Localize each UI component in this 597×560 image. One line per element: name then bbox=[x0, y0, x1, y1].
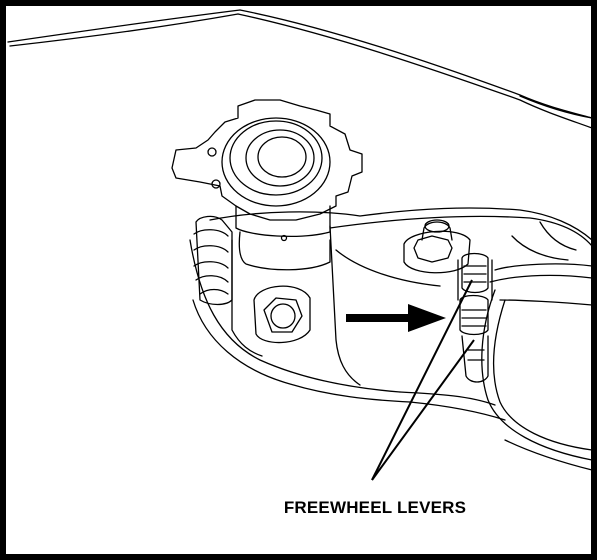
freewheel-lever-lower bbox=[459, 294, 489, 383]
freewheel-lever-upper bbox=[457, 252, 493, 301]
chassis-upper-curve bbox=[7, 9, 593, 129]
freewheel-levers-label: FREEWHEEL LEVERS bbox=[283, 498, 467, 517]
pointer-arrow bbox=[346, 304, 446, 332]
callout-leader-lines bbox=[371, 279, 475, 481]
caster-shaft bbox=[193, 215, 263, 357]
adjustment-knob bbox=[403, 219, 471, 274]
hex-bolt bbox=[253, 285, 311, 344]
chassis-frame bbox=[189, 207, 593, 471]
caster-hub bbox=[171, 99, 363, 271]
